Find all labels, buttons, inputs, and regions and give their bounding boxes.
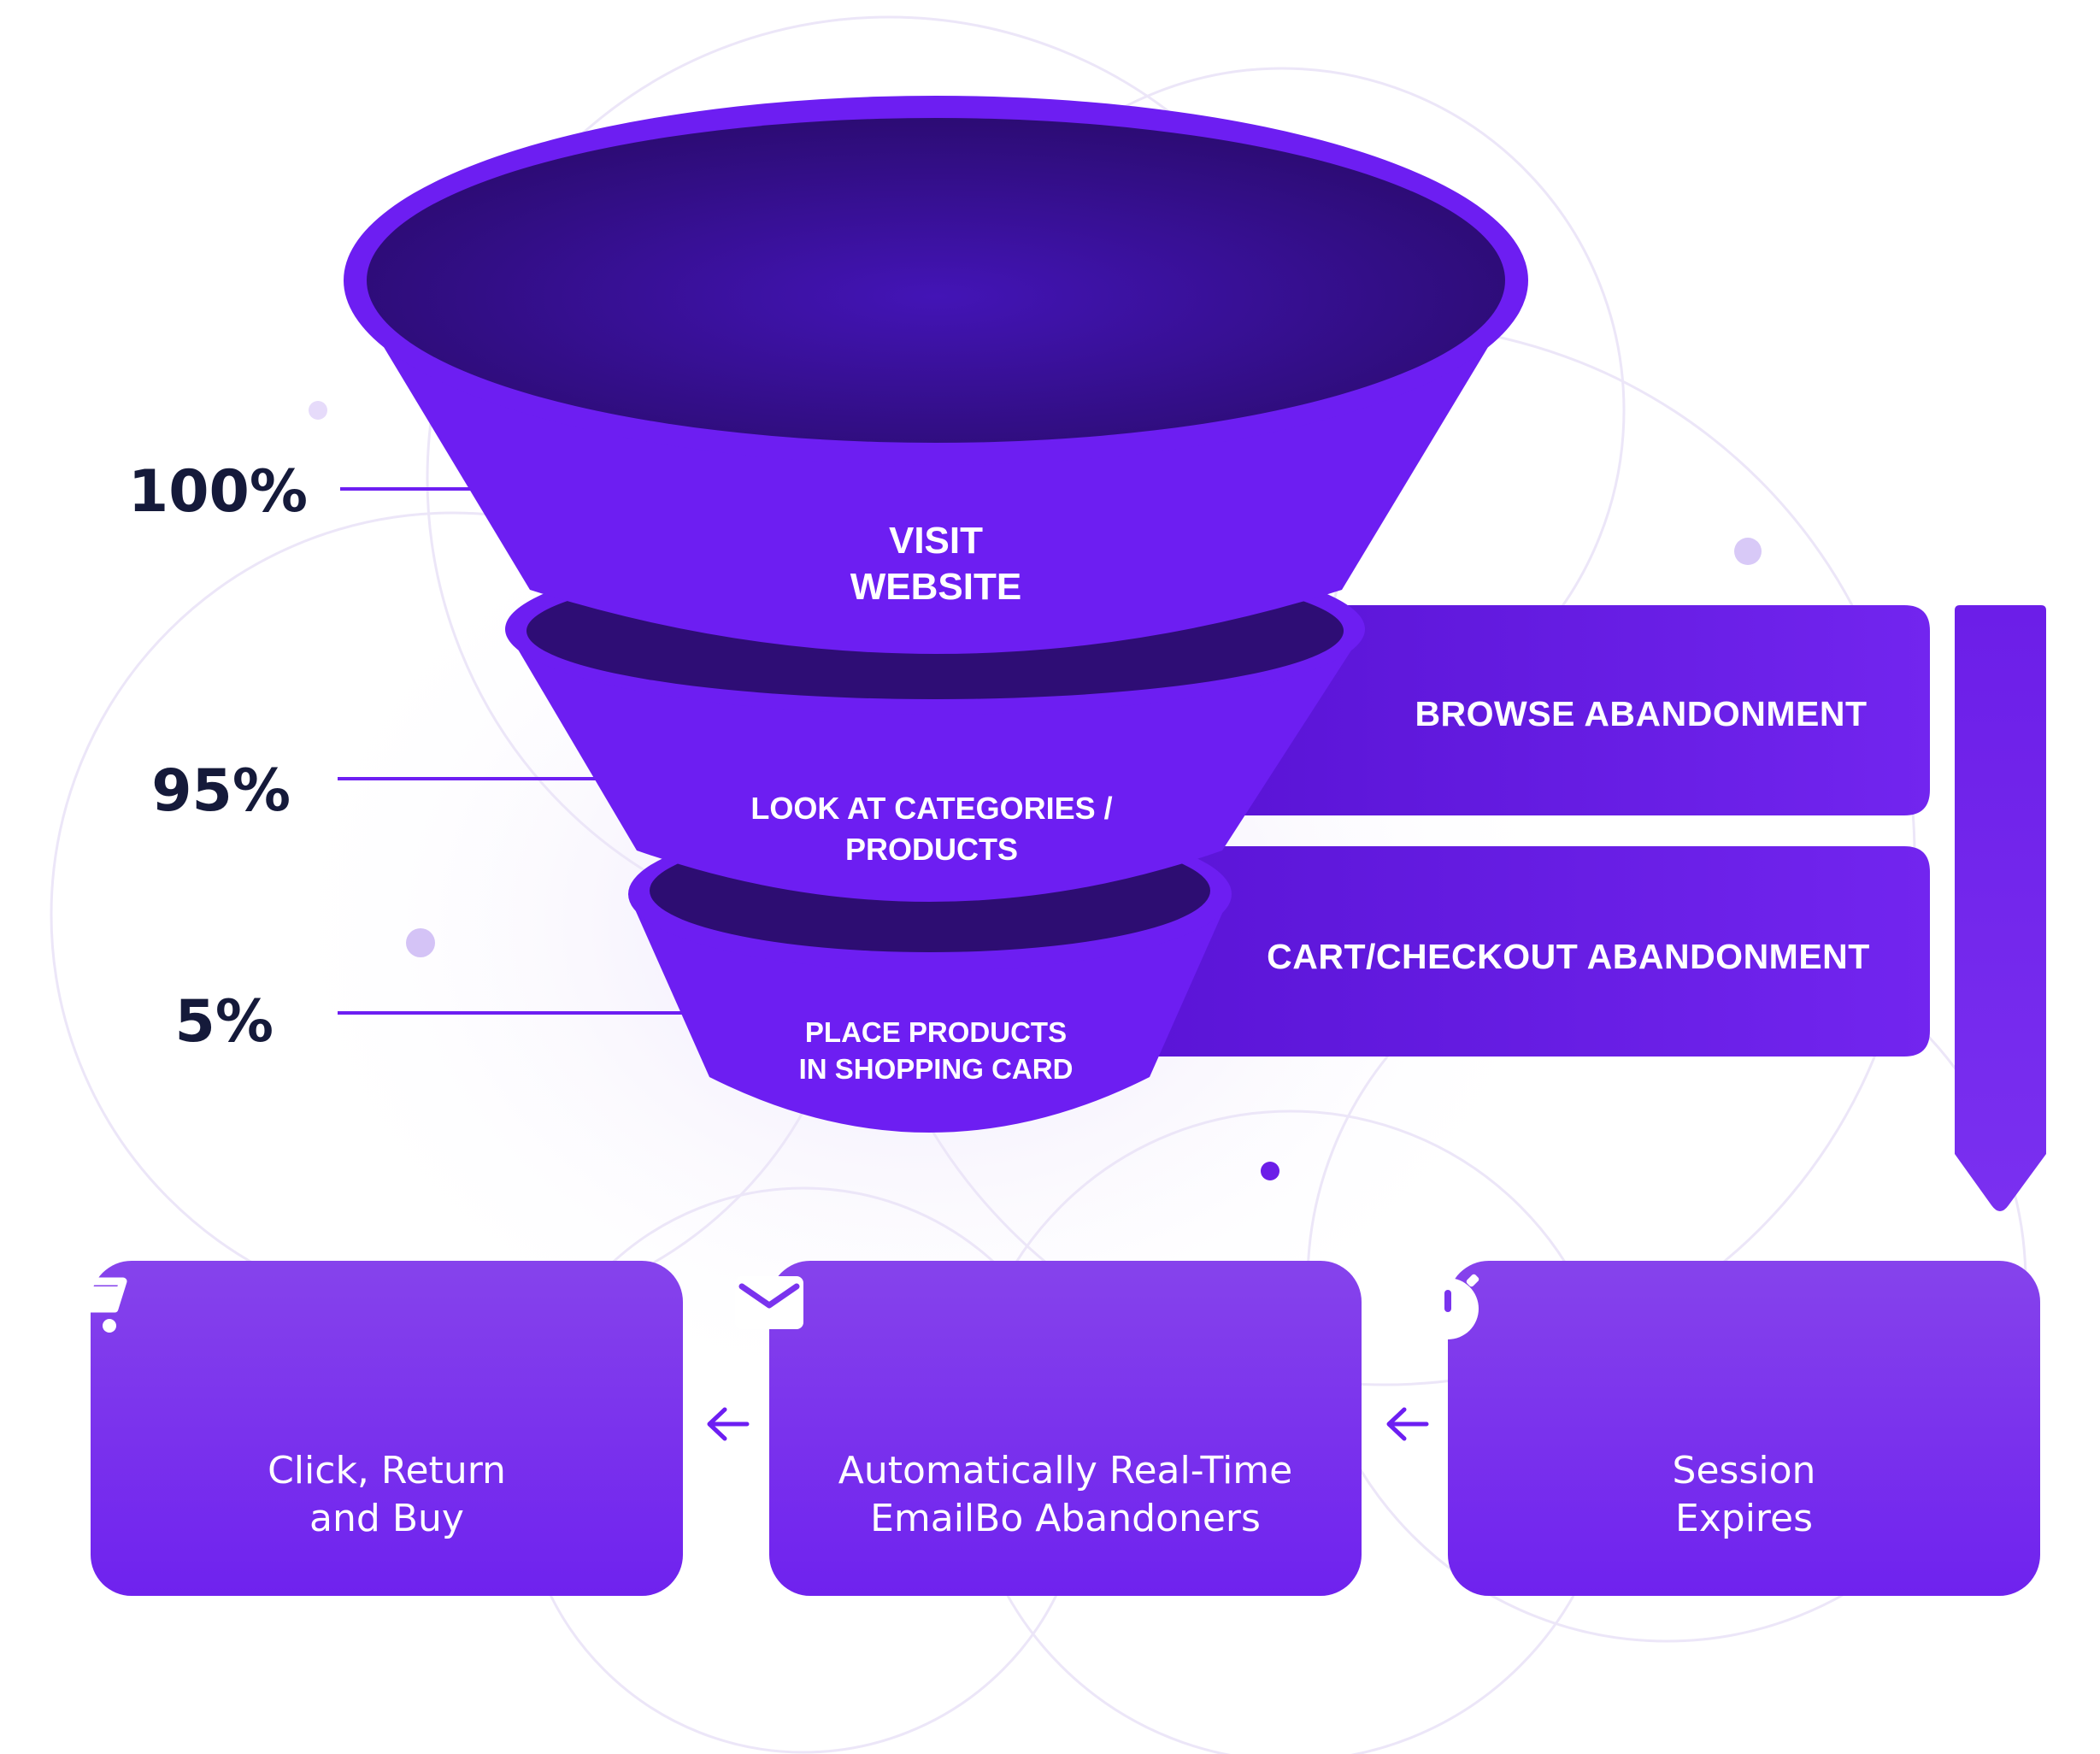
stage-1-label-line2: WEBSITE bbox=[850, 566, 1022, 608]
percent-lines bbox=[338, 487, 692, 1015]
down-arrow-bar bbox=[1955, 605, 2046, 1211]
cart-icon bbox=[50, 1267, 127, 1333]
stage-2-label-line2: PRODUCTS bbox=[844, 832, 1018, 867]
stage-3-label-line1: PLACE PRODUCTS bbox=[804, 1016, 1068, 1048]
step-card-click-return-buy: Click, Return and Buy bbox=[50, 1261, 683, 1596]
stage-1-label: VISIT WEBSITE bbox=[718, 518, 1154, 610]
stopwatch-icon bbox=[1417, 1263, 1479, 1339]
envelope-icon bbox=[735, 1276, 803, 1329]
stage-2-label: LOOK AT CATEGORIES / PRODUCTS bbox=[667, 788, 1197, 870]
step-2-line2: EmailBo Abandoners bbox=[870, 1497, 1261, 1540]
decor-dots bbox=[309, 401, 1762, 1180]
arrow-left-icon bbox=[1386, 1407, 1429, 1441]
stage-3-label: PLACE PRODUCTS IN SHOPPING CARD bbox=[735, 1014, 1137, 1087]
browse-abandonment-label: BROWSE ABANDONMENT bbox=[1415, 694, 1868, 733]
cart-abandonment-band bbox=[1128, 846, 1930, 1057]
stage-1-label-line1: VISIT bbox=[888, 520, 984, 562]
stage-3-percent: 5% bbox=[174, 988, 274, 1056]
step-3-line1: Session bbox=[1672, 1449, 1816, 1492]
browse-abandonment-band bbox=[1231, 605, 1930, 815]
step-1-line1: Click, Return bbox=[268, 1449, 506, 1492]
funnel-stage-1 bbox=[344, 96, 1528, 654]
step-2-line1: Automatically Real-Time bbox=[838, 1449, 1293, 1492]
cart-abandonment-label: CART/CHECKOUT ABANDONMENT bbox=[1267, 937, 1870, 976]
step-2-text: Automatically Real-Time EmailBo Abandone… bbox=[769, 1447, 1362, 1543]
stage-3-label-line2: IN SHOPPING CARD bbox=[798, 1053, 1074, 1085]
step-3-line2: Expires bbox=[1674, 1497, 1814, 1540]
step-card-session-expires: Session Expires bbox=[1417, 1261, 2040, 1596]
stage-2-percent: 95% bbox=[151, 757, 291, 825]
step-card-automatic-email: Automatically Real-Time EmailBo Abandone… bbox=[735, 1261, 1362, 1596]
stage-2-label-line1: LOOK AT CATEGORIES / bbox=[750, 791, 1113, 826]
step-3-text: Session Expires bbox=[1448, 1447, 2040, 1543]
step-1-text: Click, Return and Buy bbox=[91, 1447, 683, 1543]
arrow-left-icon bbox=[707, 1407, 750, 1441]
step-1-line2: and Buy bbox=[309, 1497, 464, 1540]
stage-1-percent: 100% bbox=[127, 458, 308, 526]
